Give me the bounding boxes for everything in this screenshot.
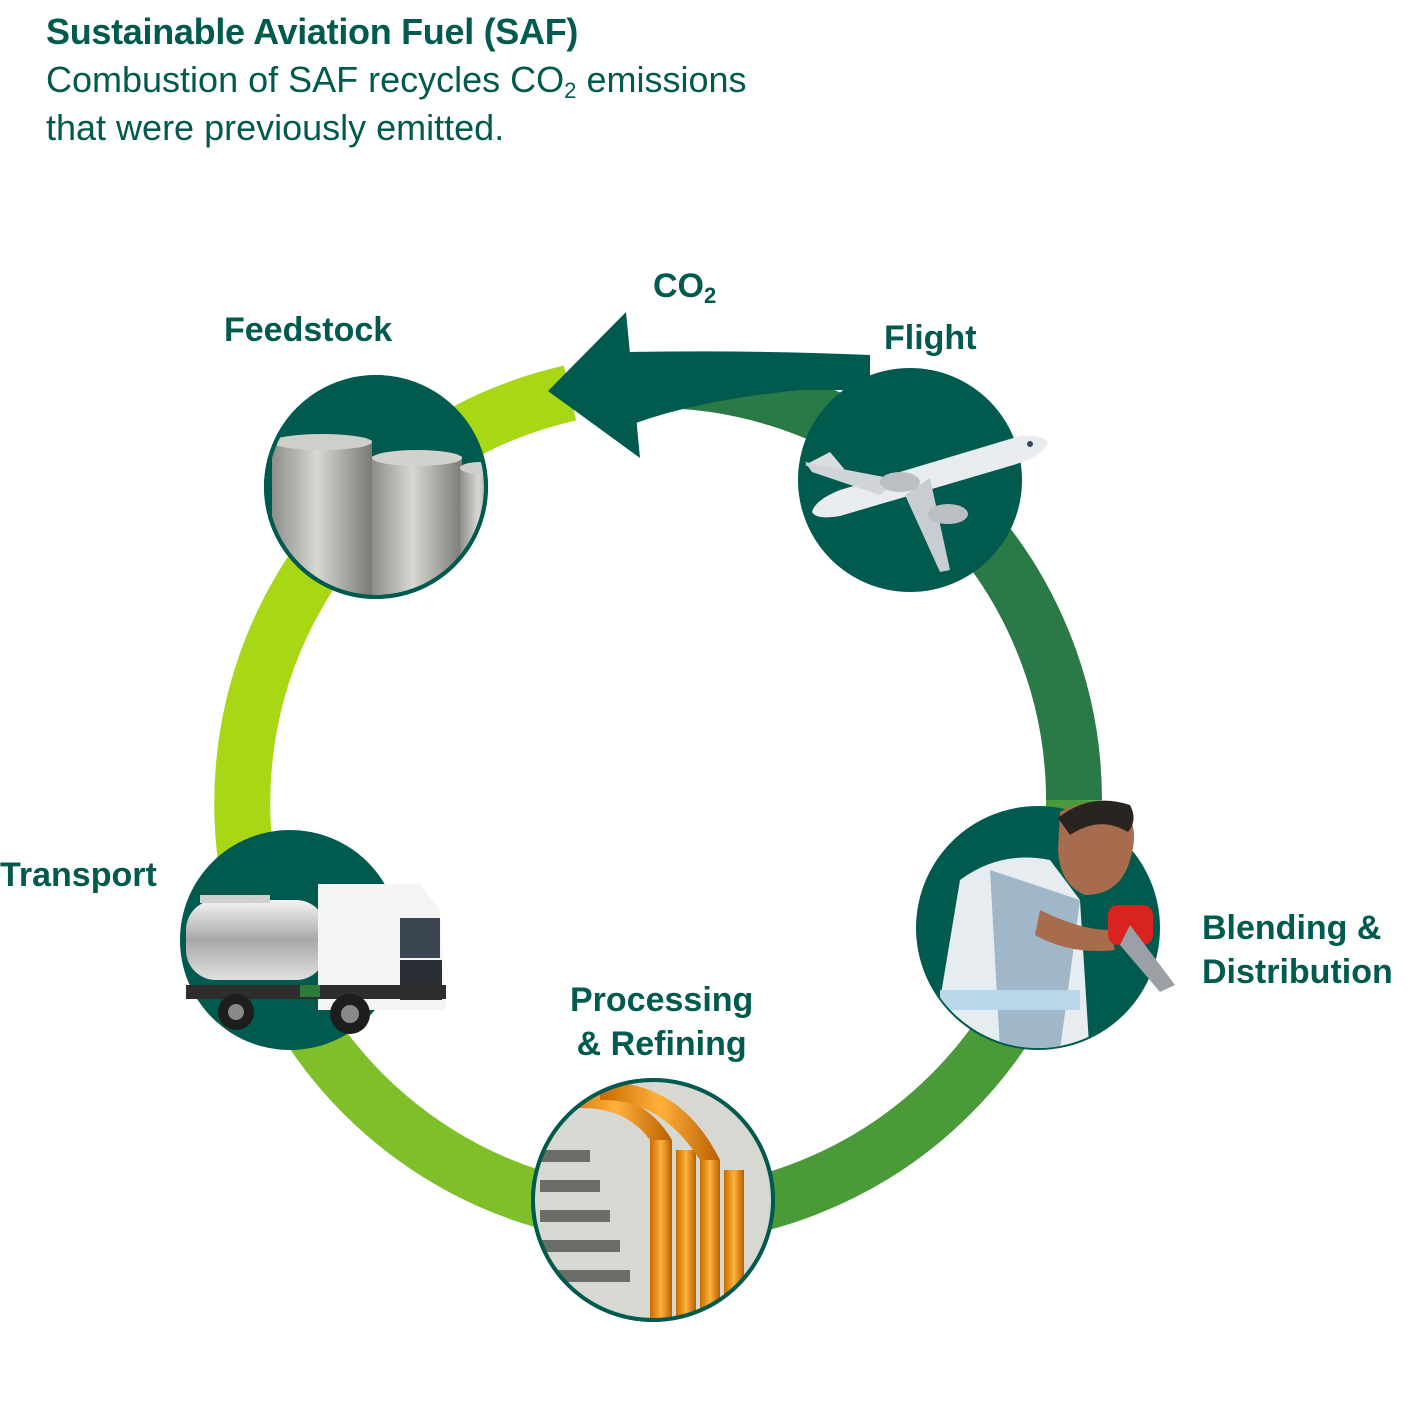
co2-subscript: 2 bbox=[704, 283, 717, 308]
label-blending: Blending & Distribution bbox=[1202, 906, 1393, 994]
blending-line-2: Distribution bbox=[1202, 953, 1393, 991]
processing-line-1: Processing bbox=[570, 981, 754, 1019]
processing-line-2: & Refining bbox=[576, 1025, 747, 1063]
label-co2: CO2 bbox=[653, 264, 716, 308]
subtitle-text-3: that were previously emitted. bbox=[46, 107, 505, 148]
subtitle-text-1: Combustion of SAF recycles CO bbox=[46, 59, 565, 100]
worker-head bbox=[1035, 800, 1175, 992]
blending-node bbox=[916, 800, 1175, 1050]
ring-lime-segment bbox=[214, 365, 577, 939]
co2-arrow bbox=[630, 351, 870, 423]
co2-text: CO bbox=[653, 267, 704, 305]
label-processing: Processing & Refining bbox=[570, 978, 753, 1066]
co2-arrowhead bbox=[548, 312, 640, 458]
page-title: Sustainable Aviation Fuel (SAF) bbox=[46, 11, 579, 52]
transport-node bbox=[180, 830, 446, 1050]
tanker-truck-icon bbox=[186, 884, 446, 1034]
blending-line-1: Blending & bbox=[1202, 909, 1382, 947]
header: Sustainable Aviation Fuel (SAF) Combusti… bbox=[46, 8, 1046, 152]
flight-node bbox=[798, 368, 1048, 592]
processing-node bbox=[531, 1078, 775, 1322]
label-flight: Flight bbox=[884, 319, 977, 357]
subtitle-subscript: 2 bbox=[564, 78, 577, 103]
refinery-pipes-icon bbox=[533, 1080, 773, 1320]
label-feedstock: Feedstock bbox=[224, 311, 393, 349]
label-transport: Transport bbox=[0, 856, 157, 894]
subtitle-text-2: emissions bbox=[586, 59, 747, 100]
airplane-icon bbox=[805, 435, 1048, 572]
page-subtitle: Combustion of SAF recycles CO2 emissions… bbox=[46, 56, 1046, 152]
